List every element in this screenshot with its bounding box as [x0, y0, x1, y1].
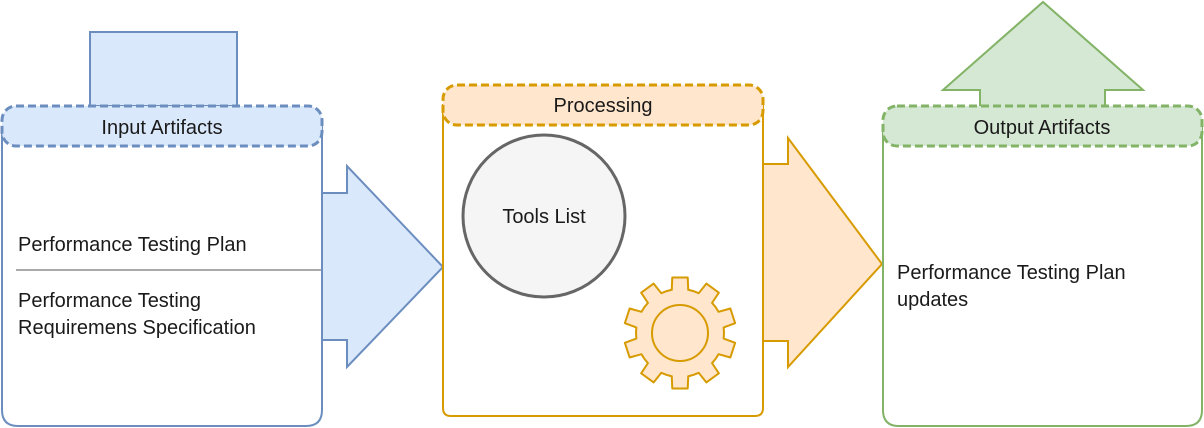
input-container[interactable] — [1, 126, 323, 427]
output-top-arrow — [940, 0, 1146, 106]
input-item-1: Performance Testing Plan — [18, 234, 247, 256]
tools-list-circle[interactable] — [461, 133, 627, 299]
output-header-label: Output Artifacts — [974, 117, 1111, 139]
processing-header[interactable] — [441, 83, 765, 127]
gear-icon — [623, 276, 737, 390]
arrow-input-to-processing — [321, 163, 445, 370]
input-item-2-line-1: Performance Testing — [18, 290, 201, 312]
input-item-2-line-2: Requiremens Specification — [18, 317, 256, 339]
output-header[interactable] — [881, 104, 1204, 148]
tools-list-label: Tools List — [502, 206, 586, 228]
output-item-line-1: Performance Testing Plan — [897, 262, 1126, 284]
input-header-label: Input Artifacts — [101, 117, 222, 139]
output-container[interactable] — [882, 126, 1203, 427]
input-header[interactable] — [0, 104, 324, 148]
arrow-processing-to-output — [762, 134, 884, 370]
processing-header-label: Processing — [554, 95, 653, 117]
output-item-line-2: updates — [897, 289, 968, 311]
input-tab-block — [89, 31, 238, 107]
